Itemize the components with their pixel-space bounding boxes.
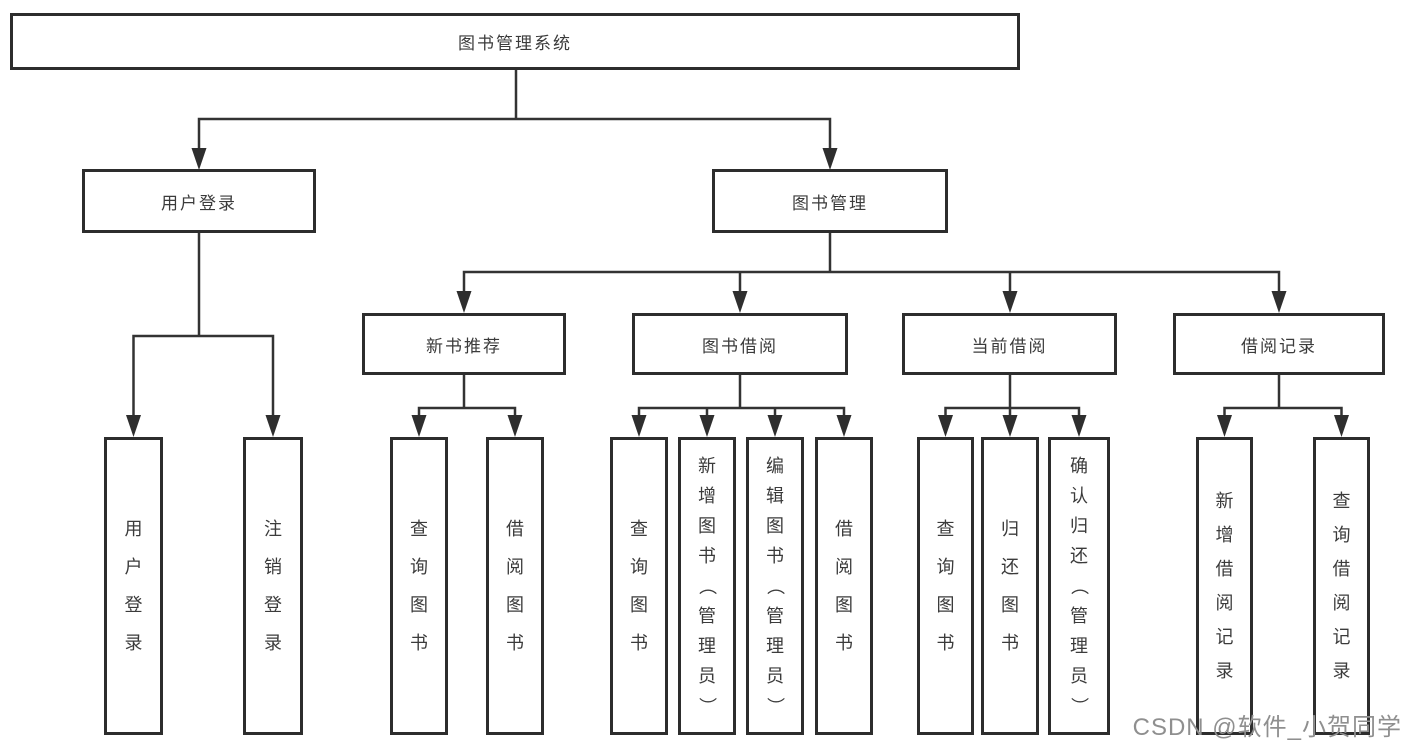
leaf-edit-book-admin: 编辑图书（管理员） bbox=[746, 437, 804, 735]
leaf-add-book-admin: 新增图书（管理员） bbox=[678, 437, 736, 735]
leaf-return-books: 归还图书 bbox=[981, 437, 1039, 735]
leaf-user-login: 用户登录 bbox=[104, 437, 163, 735]
node-user-login: 用户登录 bbox=[82, 169, 316, 233]
arrowheads bbox=[126, 148, 1349, 437]
leaf-query-books-current: 查询图书 bbox=[917, 437, 974, 735]
node-new-book-recommend: 新书推荐 bbox=[362, 313, 566, 375]
leaf-confirm-return-admin: 确认归还（管理员） bbox=[1048, 437, 1110, 735]
leaf-borrow-books: 借阅图书 bbox=[815, 437, 873, 735]
node-library-management-system: 图书管理系统 bbox=[10, 13, 1020, 70]
leaf-logout: 注销登录 bbox=[243, 437, 303, 735]
leaf-query-books-recommend: 查询图书 bbox=[390, 437, 448, 735]
node-borrow-records: 借阅记录 bbox=[1173, 313, 1385, 375]
leaf-add-borrow-record: 新增借阅记录 bbox=[1196, 437, 1253, 735]
node-current-borrow: 当前借阅 bbox=[902, 313, 1117, 375]
node-book-management: 图书管理 bbox=[712, 169, 948, 233]
leaf-query-books-borrow: 查询图书 bbox=[610, 437, 668, 735]
node-book-borrow: 图书借阅 bbox=[632, 313, 848, 375]
leaf-borrow-books-recommend: 借阅图书 bbox=[486, 437, 544, 735]
leaf-query-borrow-record: 查询借阅记录 bbox=[1313, 437, 1370, 735]
watermark: CSDN @软件_小贺同学 bbox=[1132, 714, 1402, 741]
